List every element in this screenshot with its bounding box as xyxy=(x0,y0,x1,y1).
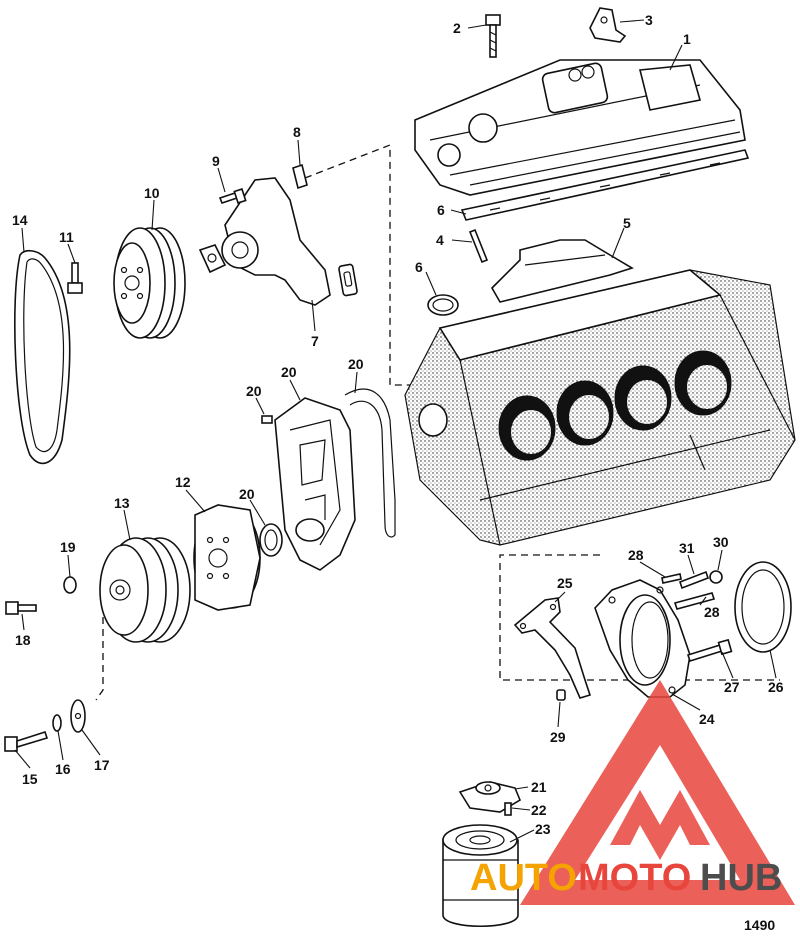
bolt-washer xyxy=(52,714,62,732)
callout-14: 14 xyxy=(12,212,28,228)
valley-cover xyxy=(491,239,634,303)
watermark-text-auto: AUTO xyxy=(470,857,577,899)
rear-seal-housing xyxy=(594,579,691,698)
balancer-bolt-short xyxy=(5,601,37,615)
callout-24: 24 xyxy=(699,711,715,727)
rear-seal-gasket xyxy=(513,597,592,699)
intake-manifold xyxy=(414,59,746,196)
callout-30: 30 xyxy=(713,534,729,550)
callout-20-cover: 20 xyxy=(281,364,297,380)
housing-stud-31 xyxy=(678,570,710,590)
callout-16: 16 xyxy=(55,761,71,777)
callout-11: 11 xyxy=(59,229,74,245)
watermark-text: AUTO MOTO HUB xyxy=(470,857,782,899)
dowel-stud xyxy=(468,228,489,264)
pump-gasket-right xyxy=(338,263,358,297)
callout-20-bolt: 20 xyxy=(246,383,262,399)
water-pump-pulley xyxy=(113,227,186,339)
callout-21: 21 xyxy=(531,779,547,795)
balancer-washer xyxy=(63,576,77,594)
callout-6-seal: 6 xyxy=(415,259,423,275)
engine-block xyxy=(404,269,796,546)
callout-31: 31 xyxy=(679,540,695,556)
callout-22: 22 xyxy=(531,802,547,818)
crankshaft-pulley xyxy=(193,504,261,611)
manifold-bracket xyxy=(589,7,627,43)
callout-7: 7 xyxy=(311,333,319,349)
housing-screw-28a xyxy=(661,573,682,584)
callout-27: 27 xyxy=(724,679,740,695)
housing-bolt-27 xyxy=(686,638,733,662)
water-seal-ring xyxy=(427,294,459,316)
callout-29: 29 xyxy=(550,729,566,745)
pump-gasket-top xyxy=(292,163,308,190)
callout-15: 15 xyxy=(22,771,38,787)
callout-8: 8 xyxy=(293,124,301,140)
callout-labels: 1 2 3 4 5 6 6 7 8 9 10 11 14 20 20 20 20… xyxy=(12,12,784,837)
timing-cover xyxy=(274,397,356,571)
timing-cover-bolt xyxy=(261,415,273,424)
adapter-bolt xyxy=(504,802,512,816)
callout-20-gasket: 20 xyxy=(348,356,364,372)
balancer-bolt-long xyxy=(4,730,49,752)
figure-number: 1490 xyxy=(744,917,775,933)
leader-lines xyxy=(14,19,777,843)
watermark-text-hub: HUB xyxy=(700,857,782,899)
harmonic-balancer xyxy=(99,537,191,643)
watermark-triangle-inner xyxy=(575,745,740,880)
pump-bolt xyxy=(218,188,247,204)
callout-25: 25 xyxy=(557,575,573,591)
callout-5: 5 xyxy=(623,215,631,231)
callout-28-lower: 28 xyxy=(704,604,720,620)
assembly-line-balancer xyxy=(95,605,104,701)
callout-1: 1 xyxy=(683,31,691,47)
callout-12: 12 xyxy=(175,474,191,490)
callout-6-gasket: 6 xyxy=(437,202,445,218)
dowel-pin xyxy=(556,689,566,701)
callout-2: 2 xyxy=(453,20,461,36)
callout-9: 9 xyxy=(212,153,220,169)
watermark-logo xyxy=(520,680,795,905)
callout-26: 26 xyxy=(768,679,784,695)
water-pump xyxy=(198,177,331,306)
callout-18: 18 xyxy=(15,632,31,648)
balancer-plate-washer xyxy=(70,699,86,733)
callout-17: 17 xyxy=(94,757,110,773)
housing-screw-28b xyxy=(673,592,716,610)
intake-gasket-left xyxy=(460,149,750,221)
callout-28-upper: 28 xyxy=(628,547,644,563)
drive-belt xyxy=(14,249,71,465)
callout-4: 4 xyxy=(436,232,444,248)
housing-nut-30 xyxy=(709,570,723,584)
pulley-bolt xyxy=(67,262,83,294)
front-crank-seal xyxy=(259,523,283,557)
callout-10: 10 xyxy=(144,185,160,201)
oil-filter xyxy=(442,824,519,927)
rear-main-seal xyxy=(734,561,792,653)
callout-23: 23 xyxy=(535,821,551,837)
watermark-triangle-m xyxy=(610,790,710,860)
callout-20-seal: 20 xyxy=(239,486,255,502)
callout-3: 3 xyxy=(645,12,653,28)
assembly-line-intake xyxy=(304,144,425,386)
timing-cover-gasket xyxy=(344,388,396,538)
watermark-text-moto: MOTO xyxy=(578,857,691,899)
manifold-bolt xyxy=(485,14,501,58)
callout-19: 19 xyxy=(60,539,76,555)
callout-13: 13 xyxy=(114,495,130,511)
